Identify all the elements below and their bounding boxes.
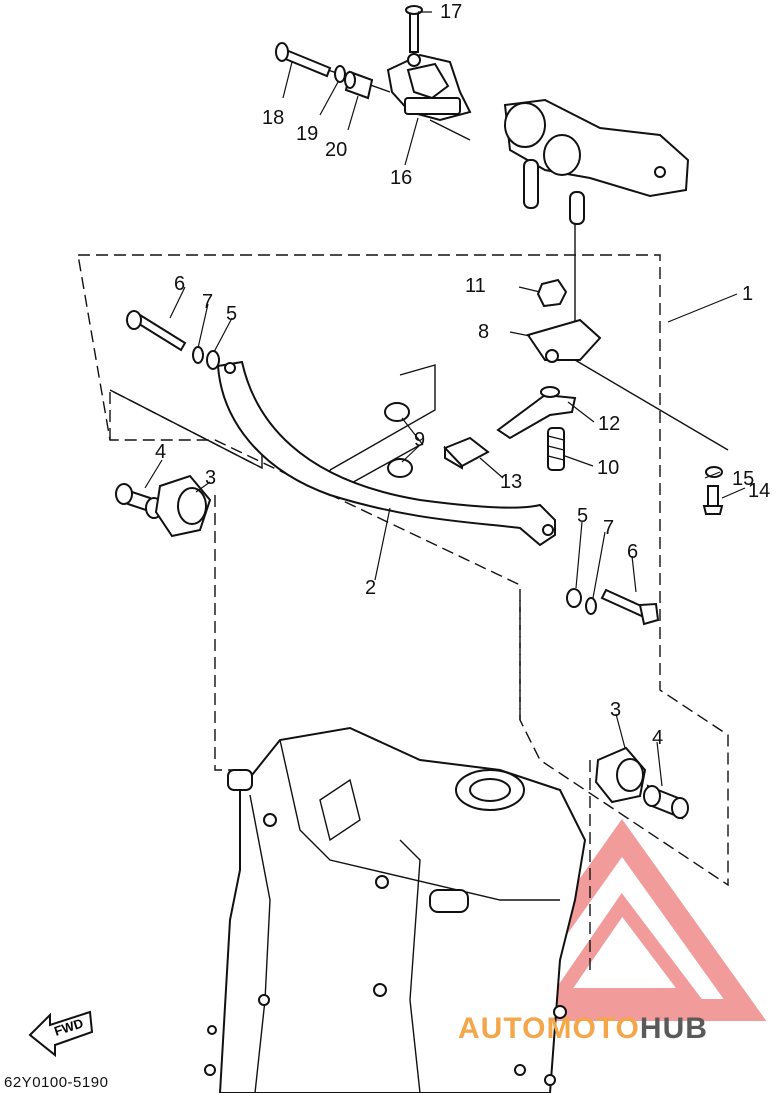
lower-dash bbox=[109, 388, 591, 975]
callout-5-left: 5 bbox=[226, 303, 237, 325]
collar-part-20 bbox=[344, 70, 374, 100]
callout-3-right: 3 bbox=[610, 699, 621, 721]
plate-part-8 bbox=[526, 318, 602, 363]
callout-18: 18 bbox=[262, 107, 284, 129]
callout-11: 11 bbox=[465, 275, 486, 297]
nut-part-3-right bbox=[594, 746, 647, 804]
leader-lines bbox=[144, 11, 746, 787]
callout-1: 1 bbox=[742, 283, 753, 305]
callout-13: 13 bbox=[500, 471, 522, 493]
link-bar-part-2 bbox=[216, 360, 556, 547]
callout-17: 17 bbox=[440, 1, 462, 23]
bolt-part-18 bbox=[275, 42, 332, 78]
steering-arm bbox=[503, 98, 690, 225]
callout-6-right: 6 bbox=[627, 541, 638, 563]
washer-part-7-left bbox=[192, 346, 204, 364]
link-part-12 bbox=[496, 386, 577, 440]
washer-part-7-right bbox=[585, 597, 597, 615]
washer-part-15 bbox=[705, 466, 723, 478]
callout-8: 8 bbox=[478, 321, 489, 343]
washer-part-5-right bbox=[566, 588, 582, 608]
callout-19: 19 bbox=[296, 123, 318, 145]
callout-3-left: 3 bbox=[205, 467, 216, 489]
pad-part-13 bbox=[443, 436, 490, 470]
washer-part-19 bbox=[334, 65, 346, 83]
callout-7-right: 7 bbox=[603, 517, 614, 539]
nut-part-3-left bbox=[154, 474, 212, 538]
callout-2: 2 bbox=[365, 577, 376, 599]
collar-part-4-right bbox=[643, 784, 689, 820]
callout-6-left: 6 bbox=[174, 273, 185, 295]
callout-7-left: 7 bbox=[202, 291, 213, 313]
nut-part-11 bbox=[536, 278, 568, 308]
watermark-brand-part2: HUB bbox=[639, 1012, 708, 1045]
bolt-part-6-right bbox=[600, 588, 660, 626]
watermark-brand-part1: AUTOMOTO bbox=[458, 1012, 640, 1045]
collar-part-4-left bbox=[115, 483, 163, 519]
callout-15: 15 bbox=[732, 468, 754, 490]
grommets-part-9 bbox=[384, 402, 413, 478]
fwd-arrow: FWD bbox=[28, 1010, 94, 1058]
callout-10: 10 bbox=[597, 457, 619, 479]
callout-4-right: 4 bbox=[652, 727, 663, 749]
bolt-part-14 bbox=[702, 485, 724, 515]
callout-4-left: 4 bbox=[155, 441, 166, 463]
callout-12: 12 bbox=[598, 413, 620, 435]
callout-16: 16 bbox=[390, 167, 412, 189]
callout-5-right: 5 bbox=[577, 505, 588, 527]
callout-14: 14 bbox=[748, 480, 770, 502]
callout-20: 20 bbox=[325, 139, 347, 161]
assembly-boundary bbox=[77, 254, 729, 887]
bracket-part-16 bbox=[386, 5, 472, 122]
callout-9: 9 bbox=[414, 429, 425, 451]
swivel-bracket-housing bbox=[204, 726, 587, 1093]
watermark-brand: AUTOMOTOHUB bbox=[458, 1012, 708, 1046]
washer-part-5-left bbox=[206, 350, 220, 370]
spring-part-10 bbox=[547, 427, 565, 471]
bolt-part-6-left bbox=[126, 310, 187, 352]
diagram-code: 62Y0100-5190 bbox=[4, 1074, 109, 1091]
